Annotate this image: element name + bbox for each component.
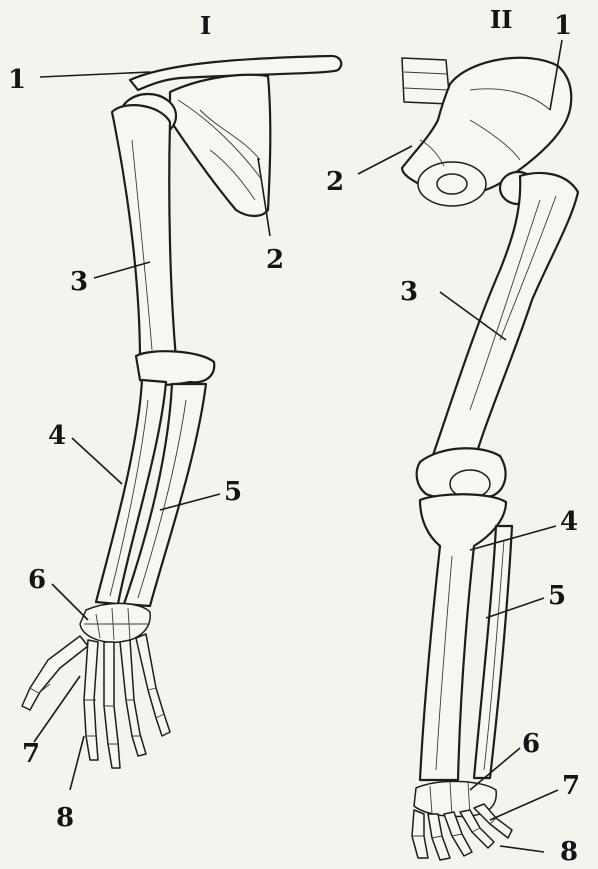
obturator-foramen — [437, 174, 467, 194]
label-I-3: 3 — [70, 267, 88, 297]
finger-middle — [104, 642, 120, 768]
arm-skeleton — [22, 56, 341, 768]
label-I-5: 5 — [224, 477, 242, 507]
label-I-4: 4 — [48, 421, 66, 451]
leader-I-4 — [72, 438, 122, 484]
label-II-1: 1 — [554, 11, 572, 41]
leader-I-8 — [70, 736, 84, 790]
fibula — [474, 526, 512, 778]
leader-II-7 — [490, 790, 558, 820]
label-I-1: 1 — [8, 65, 26, 95]
scapula — [170, 75, 270, 216]
femur — [432, 173, 578, 462]
figure-I-numeral: I — [200, 11, 211, 40]
figure-II-numeral: II — [490, 5, 512, 34]
label-II-6: 6 — [522, 729, 540, 759]
label-I-7: 7 — [22, 739, 40, 769]
label-I-6: 6 — [28, 565, 46, 595]
label-I-2: 2 — [266, 245, 284, 275]
leader-II-8 — [500, 846, 544, 852]
label-II-2: 2 — [326, 167, 344, 197]
label-II-4: 4 — [560, 507, 578, 537]
phalanx-joints — [30, 684, 164, 744]
leader-I-1 — [40, 72, 150, 77]
label-II-8: 8 — [560, 837, 578, 867]
label-II-7: 7 — [562, 771, 580, 801]
label-II-5: 5 — [548, 581, 566, 611]
label-II-3: 3 — [400, 277, 418, 307]
toe-1 — [412, 810, 428, 858]
leg-skeleton — [402, 58, 578, 860]
label-I-8: 8 — [56, 803, 74, 833]
finger-little — [136, 634, 170, 736]
vertebra-stub — [402, 58, 450, 104]
humerus — [112, 105, 176, 360]
leader-I-6 — [52, 584, 88, 620]
thumb — [22, 636, 88, 710]
